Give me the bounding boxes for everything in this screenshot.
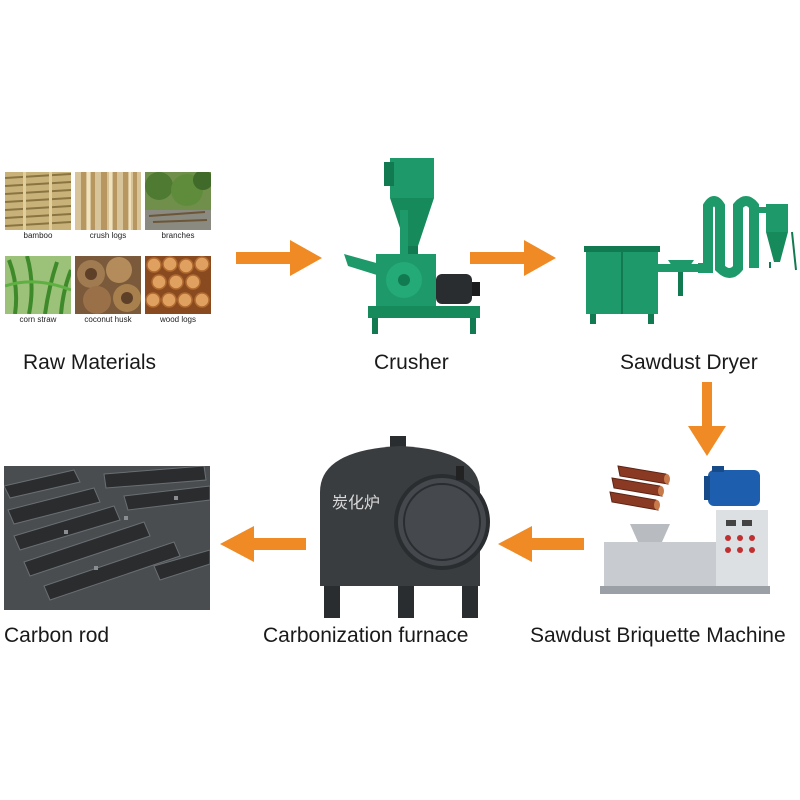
bamboo-image bbox=[5, 172, 71, 230]
arrow-left-icon bbox=[220, 526, 306, 562]
stage-label-carbon-rod: Carbon rod bbox=[4, 624, 110, 647]
furnace-marking: 炭化炉 bbox=[332, 493, 380, 512]
material-label: corn straw bbox=[19, 315, 57, 324]
material-label: wood logs bbox=[159, 315, 197, 324]
material-tile-branches: branches bbox=[145, 172, 211, 245]
corn-straw-image bbox=[5, 256, 71, 314]
coconut-husk-image bbox=[75, 256, 141, 314]
material-tile-corn-straw: corn straw bbox=[5, 256, 71, 329]
stage-label-crusher: Crusher bbox=[374, 351, 449, 374]
material-tile-coconut-husk: coconut husk bbox=[75, 256, 141, 329]
carbon-rod-image bbox=[4, 466, 210, 610]
material-tile-crush-logs: crush logs bbox=[75, 172, 141, 245]
crusher-illustration bbox=[344, 158, 480, 334]
arrow-down-icon bbox=[688, 382, 726, 456]
arrow-right-icon bbox=[470, 240, 556, 276]
crush-logs-image bbox=[75, 172, 141, 230]
stage-label-raw-materials: Raw Materials bbox=[23, 351, 157, 374]
wood-logs-image bbox=[145, 256, 211, 314]
material-tile-bamboo: bamboo bbox=[5, 172, 71, 245]
material-label: coconut husk bbox=[84, 315, 132, 324]
carbonization-furnace-illustration: 炭化炉 bbox=[320, 436, 490, 618]
arrow-right-icon bbox=[236, 240, 322, 276]
stage-label-briquette-machine: Sawdust Briquette Machine bbox=[530, 624, 786, 647]
material-label: bamboo bbox=[23, 231, 53, 240]
branches-image bbox=[145, 172, 211, 230]
raw-materials-grid: bamboo crush logs bbox=[5, 172, 211, 324]
material-tile-wood-logs: wood logs bbox=[145, 256, 211, 329]
dryer-illustration bbox=[584, 196, 797, 324]
stage-label-carbonization-furnace: Carbonization furnace bbox=[263, 624, 469, 647]
arrow-left-icon bbox=[498, 526, 584, 562]
material-label: branches bbox=[161, 231, 195, 240]
material-label: crush logs bbox=[89, 231, 127, 240]
stage-label-sawdust-dryer: Sawdust Dryer bbox=[620, 351, 758, 374]
briquette-machine-illustration bbox=[600, 465, 770, 594]
